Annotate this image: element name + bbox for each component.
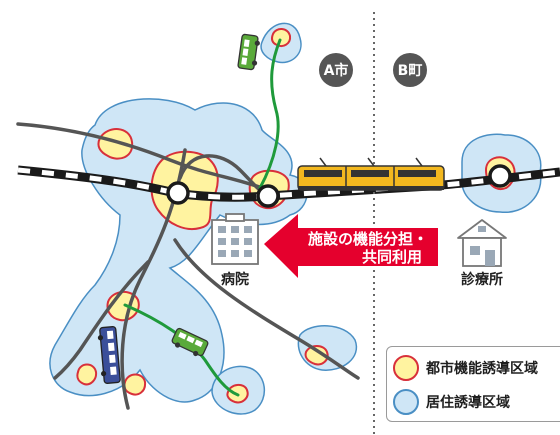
train-icon xyxy=(297,157,445,191)
arrow-label-line1: 施設の機能分担・ xyxy=(308,230,428,248)
station-second xyxy=(256,184,280,208)
arrow-label-line2: 共同利用 xyxy=(362,248,422,266)
legend: 都市機能誘導区域 居住誘導区域 xyxy=(386,346,560,422)
town-a-badge: A市 xyxy=(319,53,353,87)
hospital-label: 病院 xyxy=(221,271,249,288)
town-b-badge: B町 xyxy=(393,53,427,87)
urban-area-south2 xyxy=(123,373,147,396)
hospital-icon xyxy=(211,213,259,265)
road-west-east xyxy=(16,122,270,192)
clinic-icon xyxy=(457,219,507,267)
legend-item-residential: 居住誘導区域 xyxy=(393,387,510,417)
railway-line-dash xyxy=(17,167,560,200)
residential-area-east xyxy=(297,325,358,371)
clinic-label: 診療所 xyxy=(461,271,503,288)
urban-area-north xyxy=(271,28,292,47)
bus-route-north xyxy=(258,38,282,190)
station-central xyxy=(166,181,190,205)
legend-urban-label: 都市機能誘導区域 xyxy=(426,361,538,377)
residential-area-main xyxy=(49,98,308,403)
urban-area-swatch xyxy=(393,355,419,381)
residential-area-swatch xyxy=(393,389,419,415)
urban-area-west xyxy=(97,128,134,160)
bus-icon xyxy=(171,327,209,357)
town-b-label: B町 xyxy=(398,63,423,79)
road-southwest xyxy=(53,260,150,380)
road-southeast xyxy=(173,238,360,380)
urban-area-southwest xyxy=(76,363,98,386)
long-bus-icon xyxy=(97,326,121,384)
station-b-town xyxy=(488,164,512,188)
legend-residential-label: 居住誘導区域 xyxy=(426,395,510,411)
urban-area-east xyxy=(304,345,329,366)
bus-routes xyxy=(123,38,282,397)
legend-item-urban: 都市機能誘導区域 xyxy=(393,353,538,383)
bus-icon xyxy=(237,33,260,71)
town-a-label: A市 xyxy=(324,62,349,79)
stations xyxy=(166,164,512,208)
bus-route-south xyxy=(123,303,240,397)
function-sharing-arrow: 施設の機能分担・ 共同利用 xyxy=(264,214,438,278)
